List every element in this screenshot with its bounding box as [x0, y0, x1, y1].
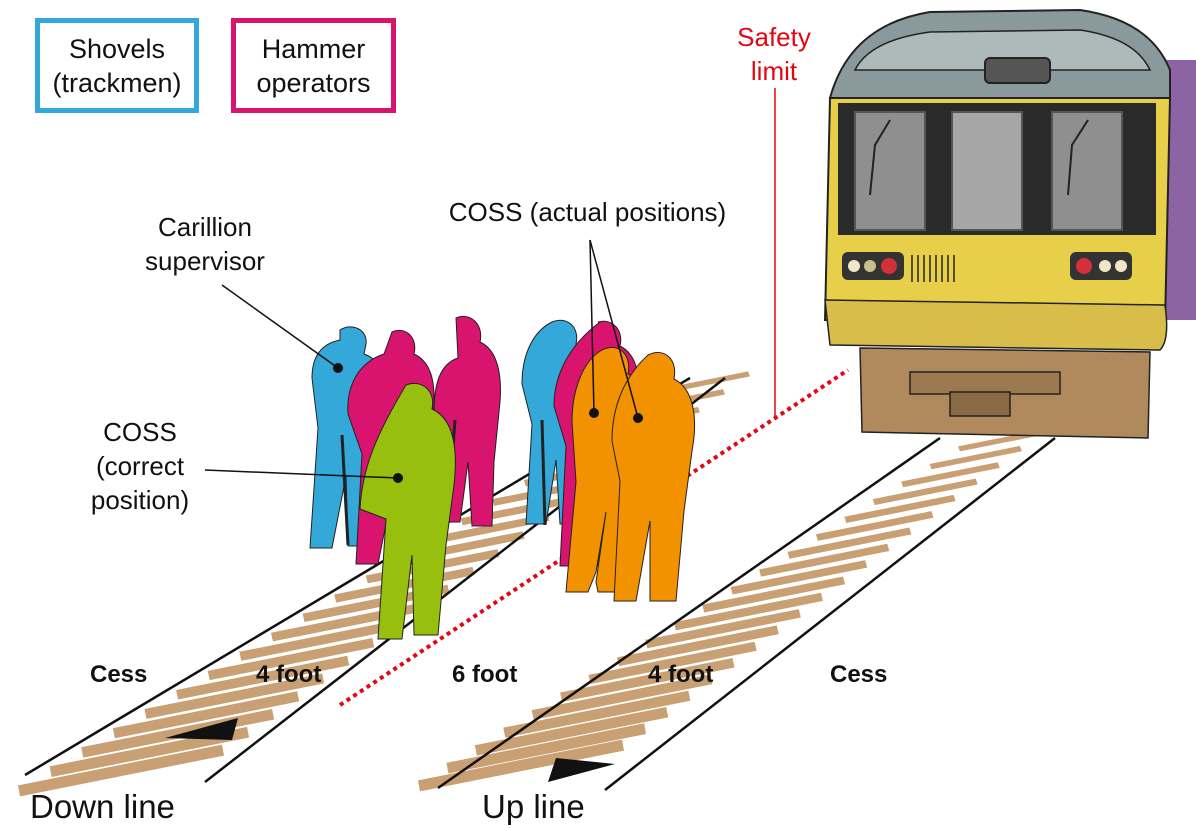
coss-correct-dot: [393, 473, 403, 483]
sleeper: [682, 371, 750, 390]
sleeper: [844, 494, 956, 523]
coss-correct-label: COSS (correct position): [90, 417, 190, 515]
sleeper: [446, 723, 647, 774]
coss-actual-figure-right: [611, 352, 696, 602]
train-headcode-box: [984, 57, 1051, 84]
sleeper: [18, 744, 224, 797]
sleeper: [239, 620, 400, 661]
shovel-tool-icon: [540, 419, 547, 526]
sleeper: [929, 445, 1022, 470]
up-line-label: Up line: [482, 788, 585, 825]
sleeper: [49, 726, 250, 778]
sleeper: [730, 560, 868, 595]
sleeper: [872, 478, 978, 506]
sleeper: [474, 706, 669, 756]
up-line-direction-arrow: [548, 758, 615, 782]
sleeper: [429, 513, 550, 545]
lamp-icon: [848, 260, 860, 272]
train-window-center: [951, 111, 1023, 231]
up-line-sleepers: [418, 429, 1044, 792]
sleeper: [503, 690, 691, 738]
coss-correct-figure: [359, 383, 456, 640]
train-buffer-beam: [909, 371, 1061, 395]
lamp-icon: [1099, 260, 1111, 272]
sleeper: [81, 709, 275, 758]
wiper-left-icon: [869, 119, 891, 196]
sleeper: [815, 511, 934, 541]
sleeper: [144, 673, 325, 719]
coss-actual-dot-right: [633, 413, 643, 423]
train-coupler: [949, 391, 1011, 417]
train: [823, 8, 1196, 439]
up-line-rail-left: [437, 436, 941, 790]
sleeper: [112, 691, 300, 739]
carillion-supervisor-label: Carillion supervisor: [145, 212, 265, 276]
sleeper: [176, 655, 350, 700]
sleeper: [207, 637, 375, 681]
lamp-icon: [881, 258, 897, 274]
sleeper: [616, 625, 779, 667]
sleeper: [759, 543, 890, 577]
zone-four-foot-right: 4 foot: [648, 661, 714, 688]
zone-cess-right: Cess: [830, 661, 888, 688]
coss-actual-pointer-right: [589, 239, 639, 419]
wiper-right-icon: [1067, 119, 1089, 196]
lamp-icon: [864, 260, 876, 272]
safety-limit-label: Safety limit: [737, 22, 811, 86]
down-line-direction-arrow: [165, 718, 238, 740]
sleeper: [531, 674, 713, 720]
sleeper: [588, 641, 757, 685]
sleeper: [901, 462, 1000, 488]
zone-six-foot: 6 foot: [452, 661, 518, 688]
coss-actual-pointer-left: [589, 239, 595, 414]
sleeper: [673, 592, 823, 631]
lamp-icon: [1115, 260, 1127, 272]
zone-four-foot-left: 4 foot: [256, 661, 322, 688]
sleeper: [560, 658, 735, 702]
shovel-tool-icon: [340, 434, 350, 546]
supervisor-dot: [333, 363, 343, 373]
train-windscreen-left: [854, 111, 926, 231]
sleeper: [787, 527, 912, 559]
sleeper: [645, 609, 801, 649]
coss-correct-pointer: [204, 469, 399, 479]
train-lower-front: [824, 299, 1168, 351]
up-line-rail-right: [604, 437, 1056, 791]
train-grille: [911, 255, 955, 282]
sleeper: [702, 576, 846, 613]
pointer-lines: [204, 239, 639, 479]
train-windscreen-right: [1051, 111, 1123, 231]
down-line-label: Down line: [30, 788, 175, 825]
workers: [309, 316, 696, 640]
supervisor-pointer: [221, 284, 339, 369]
legend-hammer-box: Hammer operators: [231, 18, 396, 113]
zone-cess-left: Cess: [90, 661, 148, 688]
lamp-icon: [1076, 258, 1092, 274]
coss-actual-label: COSS (actual positions): [448, 197, 727, 227]
coss-actual-dot-left: [589, 408, 599, 418]
legend-shovels-box: Shovels (trackmen): [35, 18, 199, 113]
train-roof-top: [853, 29, 1152, 71]
sleeper: [418, 739, 624, 792]
